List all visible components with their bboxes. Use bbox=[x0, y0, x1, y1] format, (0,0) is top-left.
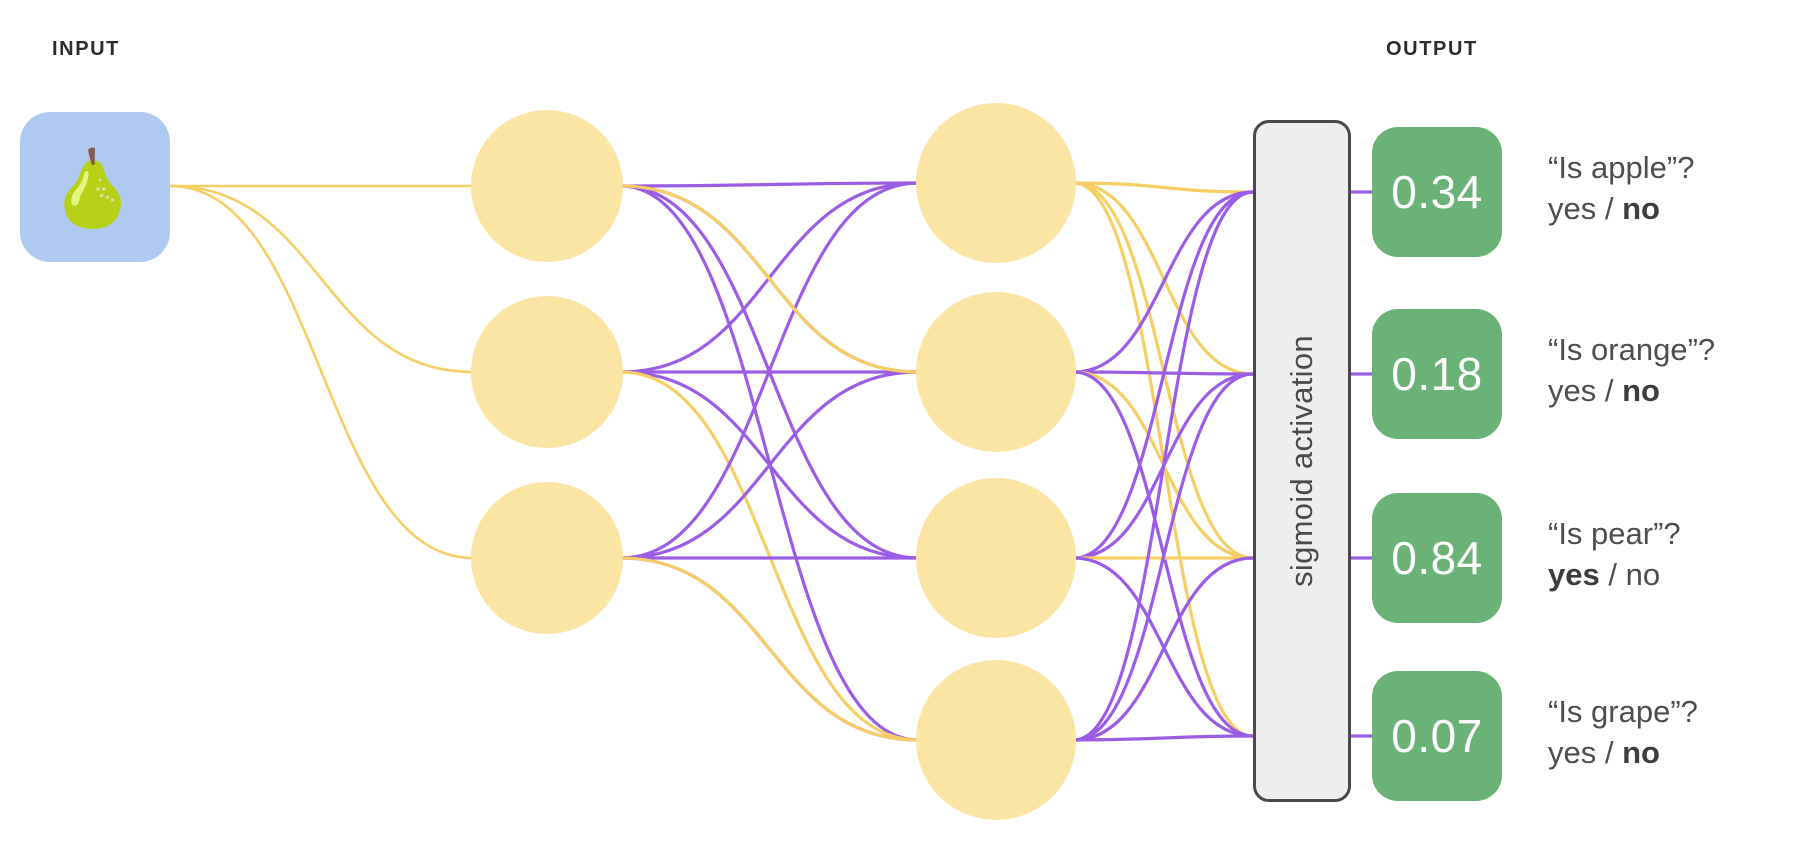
answer-separator: / bbox=[1599, 556, 1626, 592]
hidden-node-l1-0[interactable] bbox=[471, 110, 623, 262]
hidden-node-l2-1[interactable] bbox=[916, 292, 1076, 452]
output-node-0[interactable]: 0.34 bbox=[1372, 127, 1502, 257]
pear-emoji-icon: 🍐 bbox=[46, 147, 140, 230]
edge-h2-sigmoid-13 bbox=[1072, 372, 1255, 742]
output-node-2[interactable]: 0.84 bbox=[1372, 493, 1502, 623]
answer-separator: / bbox=[1596, 734, 1623, 770]
edge-h2-sigmoid-4 bbox=[1072, 190, 1255, 374]
sigmoid-activation-box: sigmoid activation bbox=[1253, 120, 1351, 802]
edge-h1-h2-8 bbox=[619, 181, 920, 560]
edge-input-h1-2 bbox=[168, 184, 475, 560]
output-value: 0.18 bbox=[1391, 348, 1483, 400]
output-node-3[interactable]: 0.07 bbox=[1372, 671, 1502, 801]
answer-yes: yes bbox=[1548, 556, 1600, 592]
output-answer: yes / no bbox=[1548, 555, 1681, 596]
hidden-node-l1-1[interactable] bbox=[471, 296, 623, 448]
hidden-node-l2-0[interactable] bbox=[916, 103, 1076, 263]
output-label-2: “Is pear”? yes / no bbox=[1548, 514, 1681, 596]
output-label-0: “Is apple”? yes / no bbox=[1548, 148, 1694, 230]
hidden-node-l2-2[interactable] bbox=[916, 478, 1076, 638]
input-image-tile[interactable]: 🍐 bbox=[20, 112, 170, 262]
output-question: “Is orange”? bbox=[1548, 332, 1716, 367]
answer-yes: yes bbox=[1548, 734, 1597, 770]
output-label-3: “Is grape”? yes / no bbox=[1548, 692, 1698, 774]
hidden-nodes-group bbox=[471, 103, 1076, 820]
output-value: 0.34 bbox=[1391, 166, 1483, 218]
output-answer: yes / no bbox=[1548, 189, 1694, 230]
output-question: “Is grape”? bbox=[1548, 694, 1698, 729]
answer-no: no bbox=[1622, 372, 1660, 408]
sigmoid-activation-label: sigmoid activation bbox=[1284, 335, 1319, 587]
output-section-label: OUTPUT bbox=[1386, 38, 1478, 60]
answer-yes: yes bbox=[1548, 372, 1597, 408]
edge-h2-sigmoid-15 bbox=[1072, 734, 1255, 742]
output-question: “Is pear”? bbox=[1548, 516, 1681, 551]
edge-h1-h2-0 bbox=[619, 181, 920, 188]
edge-h1-h2-13 bbox=[619, 556, 920, 742]
edge-h1-h2-9 bbox=[619, 370, 920, 560]
output-node-1[interactable]: 0.18 bbox=[1372, 309, 1502, 439]
answer-no: no bbox=[1622, 190, 1660, 226]
edge-h2-sigmoid-8 bbox=[1072, 190, 1255, 560]
output-value: 0.84 bbox=[1391, 532, 1483, 584]
edges-group bbox=[168, 181, 1372, 742]
hidden-node-l2-3[interactable] bbox=[916, 660, 1076, 820]
answer-no: no bbox=[1622, 734, 1660, 770]
answer-yes: yes bbox=[1548, 190, 1597, 226]
edge-h1-h2-7 bbox=[619, 370, 920, 742]
answer-no: no bbox=[1625, 556, 1661, 592]
output-question: “Is apple”? bbox=[1548, 150, 1695, 185]
hidden-node-l1-2[interactable] bbox=[471, 482, 623, 634]
answer-separator: / bbox=[1596, 372, 1623, 408]
output-label-1: “Is orange”? yes / no bbox=[1548, 330, 1715, 412]
edge-input-h1-1 bbox=[168, 184, 475, 374]
edge-h1-h2-12 bbox=[619, 184, 920, 374]
edge-h2-sigmoid-0 bbox=[1072, 181, 1255, 194]
answer-separator: / bbox=[1596, 190, 1623, 226]
edge-h2-sigmoid-12 bbox=[1072, 190, 1255, 742]
output-answer: yes / no bbox=[1548, 371, 1715, 412]
edge-h2-sigmoid-14 bbox=[1072, 556, 1255, 742]
input-section-label: INPUT bbox=[52, 38, 120, 60]
output-value: 0.07 bbox=[1391, 710, 1483, 762]
output-answer: yes / no bbox=[1548, 733, 1698, 774]
